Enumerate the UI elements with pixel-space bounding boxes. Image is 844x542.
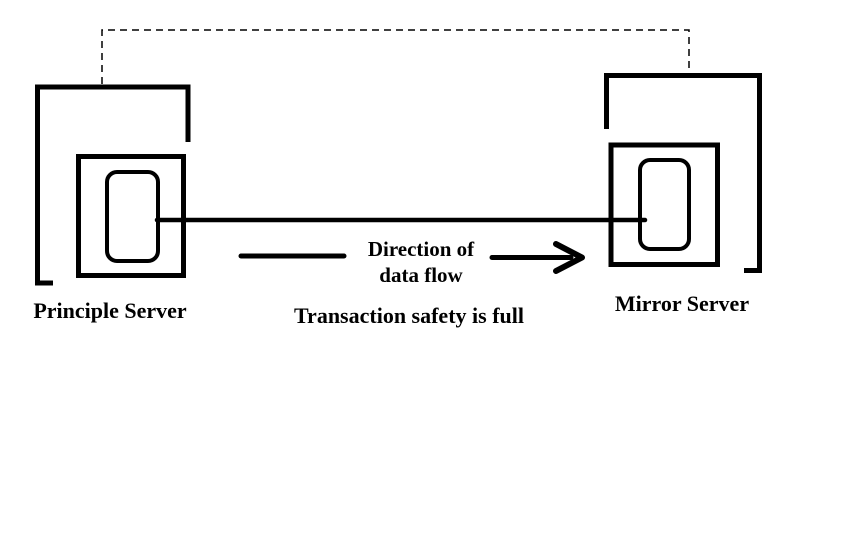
- principle-server-disk: [105, 170, 160, 263]
- mirror-server-box: [608, 142, 720, 267]
- direction-label-line1: Direction of: [367, 237, 475, 261]
- mirror-server-label: Mirror Server: [614, 291, 750, 316]
- transaction-safety-caption: Transaction safety is full: [294, 303, 524, 328]
- principle-server-box: [76, 154, 186, 278]
- dashed-mirror-link: [101, 29, 690, 84]
- mirror-server-outer-bracket: [604, 73, 762, 273]
- direction-label-line2: data flow: [379, 263, 463, 287]
- principle-server-label: Principle Server: [33, 298, 187, 323]
- direction-arrow-head-icon: [553, 241, 585, 274]
- principle-server-outer-bracket: [35, 84, 191, 286]
- direction-of-data-flow-label: Direction of data flow: [368, 236, 474, 288]
- mirror-server-disk: [638, 158, 691, 251]
